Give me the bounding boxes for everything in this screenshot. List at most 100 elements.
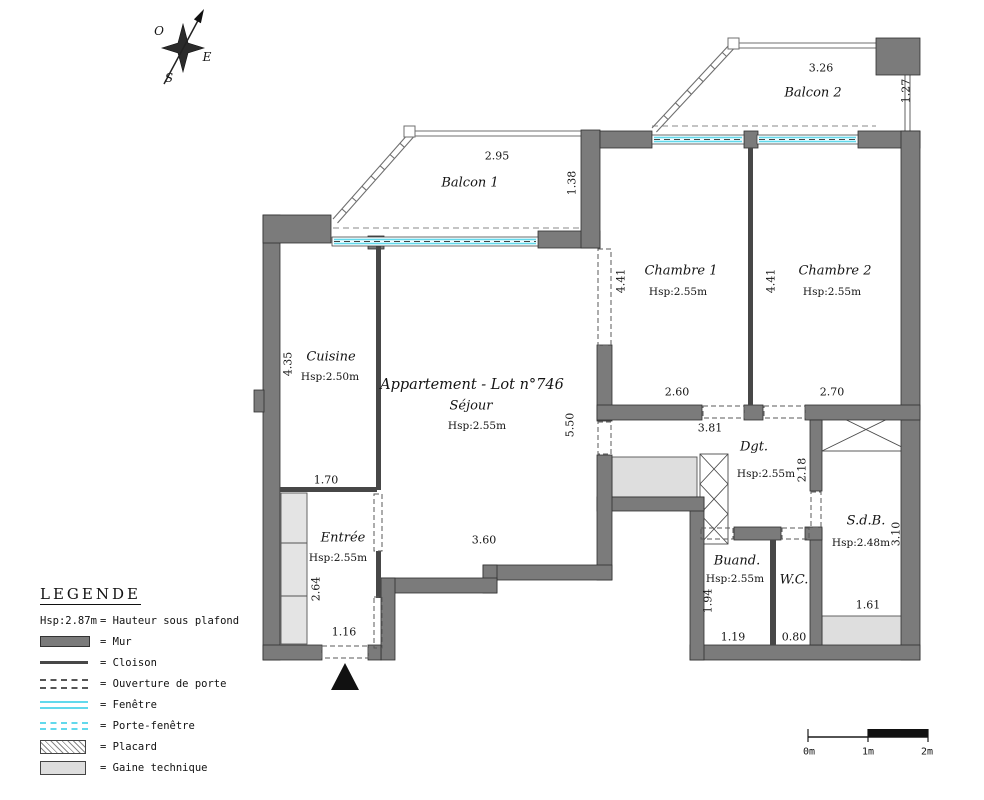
legend-title: LEGENDE: [40, 585, 141, 605]
hsp-label-chambre1: Hsp:2.55m: [648, 286, 708, 298]
scale-label-1m: 1m: [861, 746, 875, 758]
cloison-segment: [376, 243, 381, 490]
placard-dgt-cross: [699, 453, 729, 545]
balcon1-railing-top: [413, 130, 581, 137]
cloison-segment: [748, 148, 753, 405]
wall-segment: [599, 130, 653, 149]
apartment-title: Appartement - Lot n°746: [380, 377, 564, 393]
compass-needle: [163, 12, 203, 85]
legend-row-fenetre: = Fenêtre: [40, 694, 280, 715]
cloison-segment: [280, 487, 377, 492]
wall-segment: [380, 577, 498, 594]
wall-segment: [380, 577, 396, 661]
cloison-swatch: [40, 661, 88, 664]
door-opening-buand: [700, 527, 734, 540]
wall-segment: [482, 564, 613, 581]
wall-segment: [580, 129, 601, 249]
wall-segment: [743, 404, 764, 421]
hsp-label-chambre2: Hsp:2.55m: [802, 286, 862, 298]
legend-swatch-placard: [40, 739, 100, 754]
porte-fenetre-swatch: [40, 721, 88, 730]
wall-segment: [900, 130, 921, 661]
compass-letter-o: O: [154, 24, 164, 38]
railing-post: [403, 125, 416, 138]
hsp-label-cuisine: Hsp:2.50m: [300, 371, 360, 383]
scale-filled-segment: [868, 729, 928, 737]
dim-wc-width: 0.80: [781, 630, 807, 644]
scale-label-2m: 2m: [920, 746, 934, 758]
door-opening-sdb: [810, 491, 822, 528]
legend-label-cloison: = Cloison: [100, 656, 157, 669]
legend-swatch-porte: [40, 678, 100, 689]
dim-sdb-height: 3.10: [889, 521, 903, 547]
gaine-technique: [821, 615, 911, 648]
door-opening-chambre2: [763, 405, 806, 419]
wall-segment: [689, 496, 705, 661]
legend-swatch-hsp: Hsp:2.87m: [40, 615, 100, 627]
cloison-segment: [770, 540, 776, 645]
window-glass: [654, 136, 742, 143]
dim-buand-width: 1.19: [720, 630, 746, 644]
window-glass: [759, 136, 856, 143]
porte-fenetre-sejour: [331, 236, 539, 247]
wall-segment: [596, 496, 705, 512]
dim-cuisine-width: 1.70: [313, 473, 339, 487]
gaines-techniques: [280, 456, 911, 648]
legend-row-cloison: = Cloison: [40, 652, 280, 673]
legend-label-hauteur: = Hauteur sous plafond: [100, 614, 240, 627]
room-label-chambre2: Chambre 2: [798, 263, 872, 279]
entrance-arrow: [331, 663, 359, 690]
compass-letter-e: E: [202, 50, 212, 64]
cloisons: [280, 148, 776, 645]
placard-swatch: [40, 739, 86, 754]
wall-segment: [262, 214, 332, 244]
room-label-entree: Entrée: [320, 530, 366, 546]
legend-label-mur: = Mur: [100, 635, 132, 648]
cloison-segment: [376, 551, 381, 598]
compass-letter-s: S: [164, 71, 174, 85]
dim-dgt-width: 3.81: [697, 421, 723, 435]
dim-sejour-width: 3.60: [471, 533, 497, 547]
compass-rose: [160, 9, 206, 85]
legend-row-placard: = Placard: [40, 736, 280, 757]
legend-swatch-porte-fenetre: [40, 721, 100, 730]
fenetre-swatch: [40, 700, 88, 709]
legend-swatch-cloison: [40, 661, 100, 664]
dim-buand-height: 1.94: [701, 588, 715, 614]
legend-hsp-value: Hsp:2.87m: [40, 614, 97, 627]
dim-balcon2-depth: 1.27: [899, 78, 913, 104]
door-opening-sejour-chambre1: [597, 248, 612, 346]
wall-segment: [596, 404, 703, 421]
gaine-technique: [611, 456, 698, 498]
hsp-label-sejour: Hsp:2.55m: [447, 420, 507, 432]
legend-label-placard: = Placard: [100, 740, 157, 753]
dim-chambre2-width: 2.70: [819, 385, 845, 399]
legend-label-ouverture: = Ouverture de porte: [100, 677, 227, 690]
room-label-dgt: Dgt.: [739, 439, 769, 455]
legend: LEGENDE Hsp:2.87m = Hauteur sous plafond…: [40, 584, 280, 778]
door-opening-cuisine: [373, 493, 383, 552]
legend-row-gaine: = Gaine technique: [40, 757, 280, 778]
legend-row-porte-fenetre: = Porte-fenêtre: [40, 715, 280, 736]
balcon1-railing-diagonal: [332, 132, 414, 224]
hsp-label-buand: Hsp:2.55m: [705, 573, 765, 585]
dim-entree-height: 2.64: [309, 576, 323, 602]
room-label-sejour: Séjour: [449, 398, 493, 414]
hsp-label-dgt: Hsp:2.55m: [736, 468, 796, 480]
wall-segment: [809, 419, 823, 492]
wall-segment: [743, 130, 759, 149]
scale-bar: [807, 729, 929, 742]
balcony-railings: [332, 42, 911, 224]
wall-segment: [875, 37, 921, 76]
wall-segment: [804, 526, 823, 541]
wall-segment: [596, 454, 613, 581]
legend-label-fenetre: = Fenêtre: [100, 698, 157, 711]
placard-entree-shelves: [281, 542, 307, 597]
dim-dgt-height: 2.18: [795, 457, 809, 483]
scale-label-0m: 0m: [802, 746, 816, 758]
mur-swatch: [40, 636, 90, 647]
balcon2-railing-right: [904, 75, 911, 131]
dim-balcon1-width: 2.95: [484, 149, 510, 163]
